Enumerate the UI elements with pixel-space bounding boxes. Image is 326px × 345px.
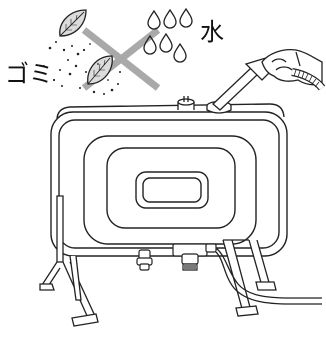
tank [51, 104, 287, 256]
tank-cap [178, 96, 194, 110]
water-label: 水 [200, 18, 224, 46]
leaf-icon [60, 10, 86, 36]
garbage-label: ゴミ [5, 60, 53, 88]
